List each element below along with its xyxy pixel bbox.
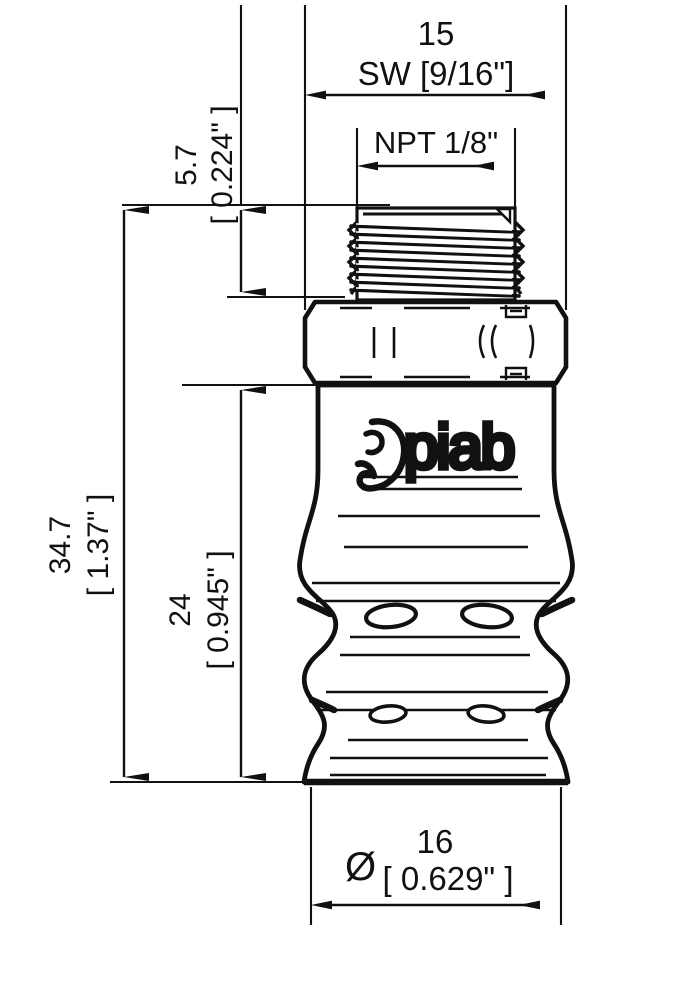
npt-thread-geometry: [346, 206, 526, 302]
piab-logo: piab: [354, 410, 522, 492]
dim-overall-in: [ 1.37" ]: [82, 494, 115, 596]
diameter-symbol: Ø: [345, 845, 376, 889]
dim-diameter-mm: 16: [417, 823, 454, 860]
dim-cup-mm: 24: [164, 593, 197, 626]
dim-npt-label: NPT 1/8": [374, 125, 498, 160]
dimension-lines: [122, 90, 545, 910]
dim-cup-in: [ 0.945" ]: [202, 550, 235, 669]
suction-cup-geometry: [296, 382, 576, 786]
dim-thread-length-mm: 5.7: [170, 144, 203, 186]
dim-sw-label: SW [9/16"]: [358, 55, 515, 92]
dim-diameter-in: [ 0.629" ]: [383, 860, 514, 897]
piab-wordmark: piab: [404, 413, 513, 482]
dim-sw-value: 15: [418, 15, 455, 52]
hex-nut-geometry: [302, 299, 569, 386]
dim-overall-mm: 34.7: [44, 516, 77, 574]
dim-thread-length-in: [ 0.224" ]: [206, 105, 239, 224]
